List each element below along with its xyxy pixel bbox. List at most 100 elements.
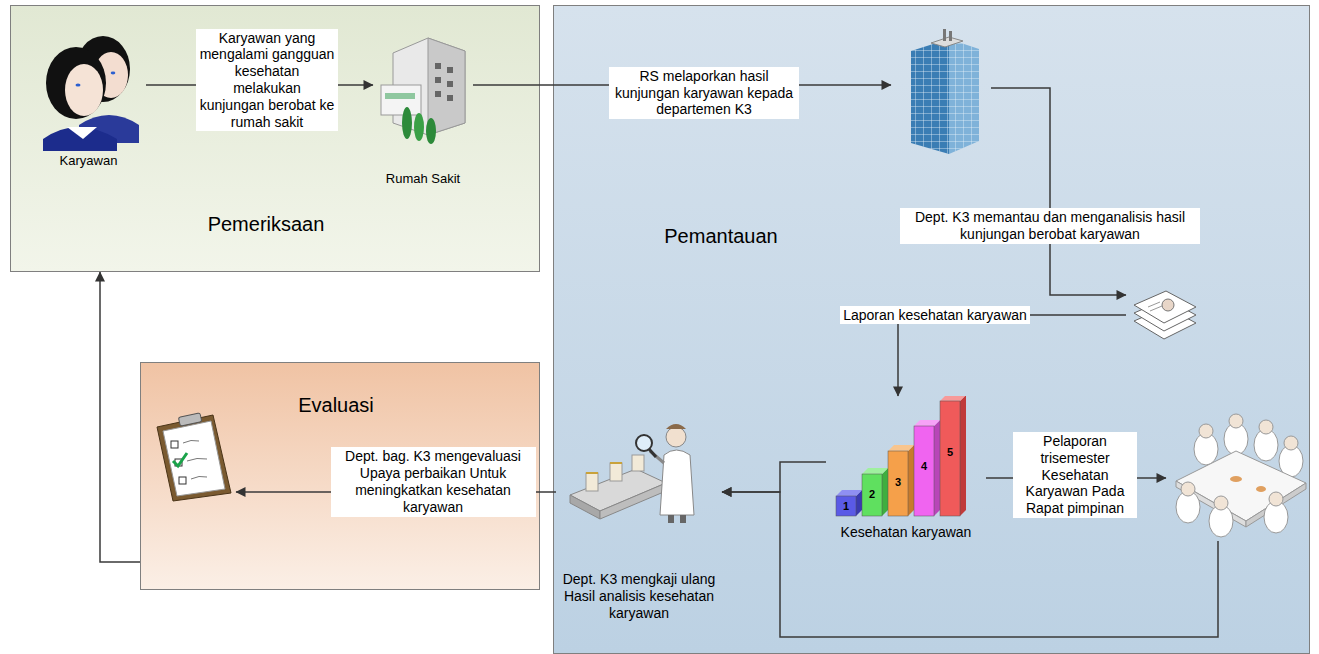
icon-ellipse (402, 107, 412, 139)
edge-label: Dept. bag. K3 mengevaluasi Upaya perbaik… (331, 447, 536, 516)
bar-number: 5 (940, 446, 960, 459)
office-building-icon (891, 29, 991, 154)
hospital-node: Rumah Sakit (373, 23, 473, 193)
icon-polygon (931, 37, 963, 47)
icon-circle (1162, 299, 1174, 311)
icon-path (660, 450, 694, 515)
band-heading: Pemantauan (636, 224, 806, 248)
icon-path (183, 440, 199, 443)
icon-polygon (163, 421, 225, 496)
icon-rect (171, 441, 178, 448)
edge-label: Dept. K3 memantau dan menganalisis hasil… (900, 208, 1200, 244)
icon-g (1176, 491, 1288, 537)
employee-node: Karyawan (31, 21, 146, 176)
icon-polygon (862, 468, 888, 474)
icon-ellipse (1230, 476, 1242, 482)
icon-rect (668, 515, 674, 523)
icon-g (1181, 482, 1283, 510)
edge-label: Laporan kesehatan karyawan (840, 306, 1030, 325)
flow-connector (898, 315, 1126, 396)
icon-ellipse (65, 64, 103, 116)
leadership-meeting-icon (1166, 411, 1311, 541)
icon-path (1148, 302, 1162, 311)
flow-connector (722, 462, 826, 492)
icon-circle (1214, 496, 1228, 510)
node-label: Karyawan (31, 153, 146, 169)
icon-polygon (888, 445, 914, 451)
review-node: Dept. K3 mengkaji ulang Hasil analisis k… (556, 411, 722, 633)
icon-g (171, 441, 186, 484)
icon-rect (680, 515, 686, 523)
icon-polygon (908, 445, 914, 516)
icon-polygon (949, 39, 979, 154)
review-conveyor-icon (556, 411, 720, 526)
icon-path (666, 424, 686, 429)
icon-ellipse (414, 113, 424, 141)
k3-department-building (891, 29, 991, 154)
icon-path (586, 463, 622, 473)
icon-ellipse (1256, 486, 1266, 492)
icon-rect (385, 93, 415, 99)
hospital-icon (373, 23, 473, 153)
node-label: Rumah Sakit (373, 171, 473, 187)
icon-rect (435, 77, 441, 83)
node-label: Kesehatan karyawan (826, 524, 986, 541)
icon-rect (943, 29, 946, 41)
icon-circle (1284, 436, 1298, 450)
icon-rect (435, 91, 441, 97)
icon-rect (178, 413, 201, 426)
flow-connector (100, 272, 140, 562)
report-documents (1126, 269, 1201, 347)
icon-rect (862, 474, 882, 516)
icon-polygon (1134, 291, 1196, 323)
health-chart: 12345Kesehatan karyawan (826, 396, 986, 546)
icon-polygon (911, 39, 949, 154)
icon-rect (940, 401, 960, 516)
icon-polygon (157, 415, 231, 501)
icon-rect (610, 463, 622, 481)
icon-rect (447, 81, 453, 87)
icon-path (191, 476, 207, 479)
icon-polygon (911, 39, 949, 154)
icon-rect (586, 473, 598, 491)
band-heading: Evaluasi (261, 393, 411, 417)
icon-ellipse (111, 72, 116, 75)
icon-rect (447, 67, 453, 73)
icon-ellipse (76, 84, 81, 87)
icon-polygon (960, 396, 966, 516)
report-documents-icon (1126, 269, 1201, 347)
icon-polygon (940, 396, 966, 401)
icon-circle (1181, 482, 1195, 496)
evaluation-clipboard (151, 411, 236, 503)
employee-icon (31, 21, 146, 151)
icon-circle (1229, 414, 1243, 428)
icon-g (586, 455, 644, 491)
icon-polygon (836, 490, 862, 496)
icon-circle (1199, 424, 1213, 438)
icon-ellipse (426, 118, 436, 144)
icon-path (67, 127, 97, 139)
icon-polygon (570, 495, 600, 519)
icon-rect (949, 31, 952, 41)
icon-circle (1259, 420, 1273, 434)
icon-rect (888, 451, 908, 516)
bar-chart-icon (826, 396, 986, 526)
bar-number: 3 (888, 476, 908, 489)
icon-circle (666, 427, 686, 447)
icon-path (187, 458, 207, 461)
icon-polygon (882, 468, 888, 516)
icon-g (183, 440, 207, 479)
edge-label: RS melaporkan hasil kunjungan karyawan k… (609, 67, 799, 119)
bar-number: 2 (862, 488, 882, 501)
icon-polygon (949, 39, 979, 154)
band-heading: Pemeriksaan (166, 212, 366, 236)
flow-connector (991, 88, 1126, 295)
icon-g (1199, 414, 1298, 450)
edge-label: Pelaporan trisemester Kesehatan Karyawan… (1013, 432, 1137, 518)
icon-rect (435, 63, 441, 69)
icon-path (649, 449, 656, 457)
edge-label: Karyawan yang mengalami gangguan kesehat… (196, 29, 338, 132)
icon-rect (381, 85, 421, 115)
icon-path (43, 127, 117, 151)
node-label: Dept. K3 mengkaji ulang Hasil analisis k… (556, 571, 722, 621)
